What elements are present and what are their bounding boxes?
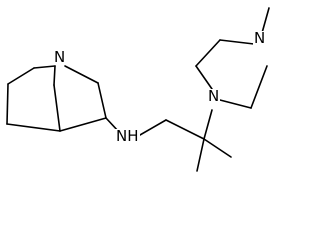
skeletal-structure [6,7,270,172]
bond [53,65,56,86]
bond [196,138,205,172]
piperazine-nitrogen-lower-label: N [207,87,221,105]
bond [219,39,255,45]
quinuclidine-nitrogen-label: N [53,48,67,66]
bond [59,117,107,132]
bond [97,82,107,119]
bond [203,138,232,158]
bond [203,109,213,140]
bond [261,7,270,34]
bond [7,67,35,85]
bond [195,39,221,67]
bond [219,99,252,109]
bond [33,65,56,69]
bond [64,65,99,84]
bond [195,65,213,90]
bond [6,83,9,125]
bond [165,119,205,140]
secondary-amine-label: NH [115,127,140,145]
bond [250,65,268,109]
piperazine-nitrogen-upper-label: N [253,29,267,47]
bond [53,84,61,132]
molecule-canvas: N NH N N [6,7,270,172]
bond [6,123,61,132]
